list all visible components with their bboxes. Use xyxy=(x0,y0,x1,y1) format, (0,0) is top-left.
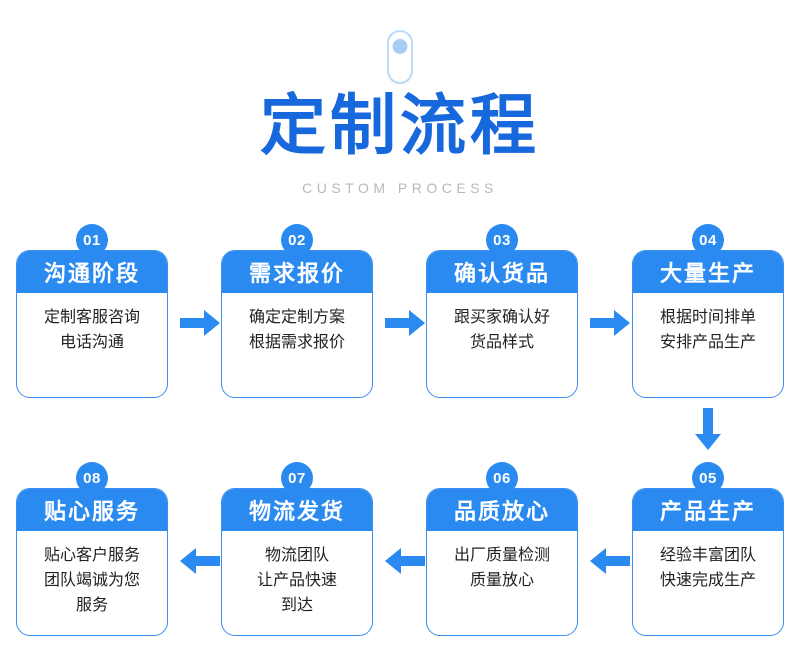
step-card-line: 货品样式 xyxy=(469,334,534,351)
step-card-line: 出厂质量检测 xyxy=(453,547,550,564)
step-badge-04: 04 xyxy=(692,224,724,256)
step-badge-08: 08 xyxy=(76,462,108,494)
step-badge-01: 01 xyxy=(76,224,108,256)
arrow-left-icon-step-07-to-08 xyxy=(180,548,220,574)
step-card-line: 快速完成生产 xyxy=(659,572,756,589)
step-card-body-04: 根据时间排单 安排产品生产 xyxy=(633,293,783,355)
step-card-line: 贴心客户服务 xyxy=(43,547,140,564)
step-card-title-02: 需求报价 xyxy=(222,251,372,293)
step-card-03[interactable]: 确认货品 跟买家确认好 货品样式 xyxy=(426,250,578,398)
page-subtitle: CUSTOM PROCESS xyxy=(302,180,498,196)
step-card-body-08: 贴心客户服务 团队竭诚为您 服务 xyxy=(17,531,167,618)
step-card-line: 电话沟通 xyxy=(59,334,124,351)
step-card-05[interactable]: 产品生产 经验丰富团队 快速完成生产 xyxy=(632,488,784,636)
step-card-title-03: 确认货品 xyxy=(427,251,577,293)
step-card-line: 服务 xyxy=(75,597,108,614)
step-card-body-07: 物流团队 让产品快速 到达 xyxy=(222,531,372,618)
step-card-title-06: 品质放心 xyxy=(427,489,577,531)
step-card-line: 经验丰富团队 xyxy=(659,547,756,564)
step-card-line: 安排产品生产 xyxy=(659,334,756,351)
step-card-title-07: 物流发货 xyxy=(222,489,372,531)
step-card-line: 让产品快速 xyxy=(256,572,337,589)
step-card-line: 团队竭诚为您 xyxy=(43,572,140,589)
arrow-right-icon-step-03-to-04 xyxy=(590,310,630,336)
step-card-body-01: 定制客服咨询 电话沟通 xyxy=(17,293,167,355)
step-badge-02: 02 xyxy=(281,224,313,256)
step-card-line: 跟买家确认好 xyxy=(453,309,550,326)
step-card-body-05: 经验丰富团队 快速完成生产 xyxy=(633,531,783,593)
step-card-title-08: 贴心服务 xyxy=(17,489,167,531)
step-card-02[interactable]: 需求报价 确定定制方案 根据需求报价 xyxy=(221,250,373,398)
page-title: 定制流程 xyxy=(260,88,540,162)
arrow-down-icon-step-04-to-05 xyxy=(695,408,721,450)
step-badge-05: 05 xyxy=(692,462,724,494)
decoration-dot-icon xyxy=(392,39,408,54)
step-card-line: 到达 xyxy=(280,597,313,614)
step-badge-03: 03 xyxy=(486,224,518,256)
step-card-line: 质量放心 xyxy=(469,572,534,589)
step-card-body-02: 确定定制方案 根据需求报价 xyxy=(222,293,372,355)
arrow-left-icon-step-06-to-07 xyxy=(385,548,425,574)
step-card-line: 根据需求报价 xyxy=(248,334,345,351)
step-badge-06: 06 xyxy=(486,462,518,494)
step-card-01[interactable]: 沟通阶段 定制客服咨询 电话沟通 xyxy=(16,250,168,398)
step-card-title-01: 沟通阶段 xyxy=(17,251,167,293)
step-card-06[interactable]: 品质放心 出厂质量检测 质量放心 xyxy=(426,488,578,636)
page-header: 定制流程 CUSTOM PROCESS xyxy=(0,0,800,215)
arrow-left-icon-step-05-to-06 xyxy=(590,548,630,574)
arrow-right-icon-step-01-to-02 xyxy=(180,310,220,336)
step-badge-07: 07 xyxy=(281,462,313,494)
arrow-right-icon-step-02-to-03 xyxy=(385,310,425,336)
step-card-body-06: 出厂质量检测 质量放心 xyxy=(427,531,577,593)
step-card-line: 物流团队 xyxy=(264,547,329,564)
step-card-04[interactable]: 大量生产 根据时间排单 安排产品生产 xyxy=(632,250,784,398)
step-card-line: 根据时间排单 xyxy=(659,309,756,326)
pill-dot-decoration-icon xyxy=(387,30,413,84)
step-card-line: 定制客服咨询 xyxy=(43,309,140,326)
step-card-07[interactable]: 物流发货 物流团队 让产品快速 到达 xyxy=(221,488,373,636)
step-card-line: 确定定制方案 xyxy=(248,309,345,326)
step-card-title-05: 产品生产 xyxy=(633,489,783,531)
step-card-body-03: 跟买家确认好 货品样式 xyxy=(427,293,577,355)
step-card-08[interactable]: 贴心服务 贴心客户服务 团队竭诚为您 服务 xyxy=(16,488,168,636)
step-card-title-04: 大量生产 xyxy=(633,251,783,293)
